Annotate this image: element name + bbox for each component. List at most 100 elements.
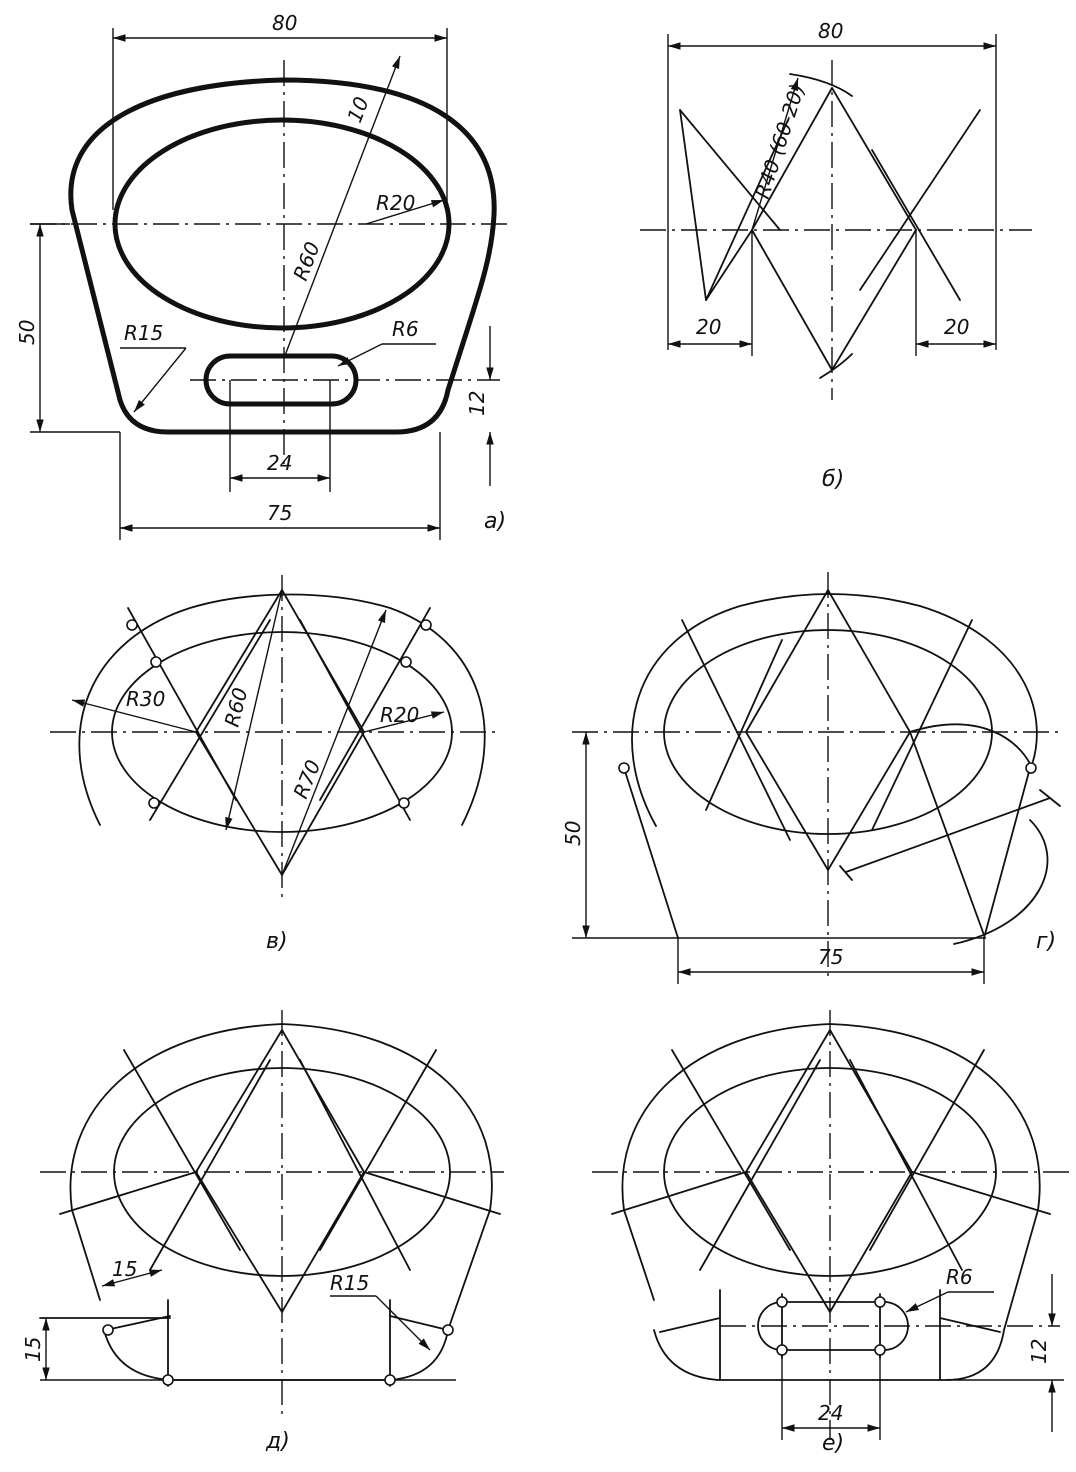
panel-d: 15 15 R15 д) bbox=[21, 1010, 504, 1454]
panel-a: 80 R60 10 R20 50 R15 R6 12 24 75 а) bbox=[15, 11, 508, 540]
panel-b: R40 (60-20) 80 20 20 б) bbox=[640, 19, 1032, 492]
construction-line bbox=[871, 619, 973, 831]
panel-g: 50 75 г) bbox=[561, 572, 1061, 984]
construction-line bbox=[195, 1029, 283, 1173]
leader-r30 bbox=[71, 699, 197, 733]
dim-line bbox=[101, 1269, 163, 1287]
construction-line bbox=[751, 87, 833, 231]
tangent-point bbox=[420, 619, 432, 631]
construction-line bbox=[911, 1171, 1051, 1215]
construction-line bbox=[705, 229, 753, 301]
mark bbox=[1039, 789, 1061, 807]
caption-b: б) bbox=[822, 467, 844, 492]
dim-r60: R60 bbox=[288, 238, 325, 283]
tangent-line bbox=[623, 767, 679, 939]
construction-line bbox=[751, 229, 833, 371]
construction-line bbox=[831, 229, 917, 371]
construction-line bbox=[827, 589, 911, 733]
dim-24e: 24 bbox=[818, 1401, 843, 1425]
construction-line bbox=[831, 87, 917, 231]
dim-20-left: 20 bbox=[696, 315, 721, 339]
construction-line bbox=[699, 1059, 821, 1271]
tangent-point bbox=[102, 1324, 114, 1336]
inner-oval bbox=[111, 631, 453, 833]
tangent-point bbox=[442, 1324, 454, 1336]
construction-line bbox=[909, 731, 985, 936]
construction-line bbox=[745, 731, 829, 871]
construction-line bbox=[871, 149, 961, 301]
construction-line bbox=[827, 731, 911, 871]
leader-r20 bbox=[363, 711, 445, 733]
caption-g: г) bbox=[1036, 929, 1056, 954]
dim-15-h: 15 bbox=[112, 1257, 137, 1281]
arc-construct bbox=[909, 723, 1033, 769]
dim-50g: 50 bbox=[561, 821, 585, 846]
construction-line bbox=[319, 1049, 437, 1251]
outer-contour bbox=[69, 1023, 493, 1381]
dim-10: 10 bbox=[342, 93, 374, 125]
outer-contour bbox=[68, 77, 497, 435]
construction-line bbox=[123, 1049, 241, 1251]
leader-r6 bbox=[337, 343, 383, 367]
caption-a: а) bbox=[484, 509, 506, 534]
mark bbox=[839, 865, 853, 881]
tangent-point bbox=[1025, 762, 1037, 774]
construction-line bbox=[127, 607, 237, 801]
construction-line bbox=[281, 731, 365, 876]
dim-r15: R15 bbox=[124, 321, 163, 345]
construction-line bbox=[59, 1171, 197, 1215]
construction-line bbox=[829, 1171, 913, 1313]
tangent-point bbox=[874, 1344, 886, 1356]
construction-line bbox=[281, 1171, 365, 1313]
construction-line bbox=[849, 1059, 963, 1271]
dim-r20: R20 bbox=[376, 191, 415, 215]
leader-r40 bbox=[751, 77, 799, 231]
dim-15-v: 15 bbox=[21, 1337, 45, 1362]
tangent-point bbox=[618, 762, 630, 774]
construction-line bbox=[745, 589, 829, 733]
caption-v: в) bbox=[266, 929, 288, 954]
construction-line bbox=[745, 1029, 831, 1173]
leader-r15 bbox=[133, 347, 187, 413]
tangent-point bbox=[150, 656, 162, 668]
construction-line bbox=[149, 619, 271, 821]
construction-line bbox=[363, 1171, 501, 1215]
offset-line bbox=[389, 1315, 449, 1331]
construction-line bbox=[681, 619, 791, 841]
construction-line bbox=[299, 1059, 411, 1271]
tangent-point bbox=[776, 1296, 788, 1308]
tangent-line bbox=[983, 767, 1031, 939]
offset-line bbox=[659, 1317, 721, 1333]
dim-r6e: R6 bbox=[946, 1265, 973, 1289]
tangent-point bbox=[398, 797, 410, 809]
outer-arc bbox=[631, 593, 1038, 827]
leader-r15 bbox=[375, 1295, 431, 1351]
arc-construct bbox=[953, 819, 1049, 945]
leader-r20 bbox=[365, 199, 445, 225]
tangent-point bbox=[874, 1296, 886, 1308]
leader-r6 bbox=[905, 1291, 949, 1313]
inner-oval bbox=[663, 1067, 997, 1277]
dim-r6: R6 bbox=[392, 317, 419, 341]
offset-line bbox=[105, 1315, 171, 1331]
caption-d: д) bbox=[265, 1429, 290, 1454]
dim-r20v: R20 bbox=[380, 703, 419, 727]
construction-line bbox=[679, 109, 707, 301]
dim-80: 80 bbox=[272, 11, 297, 35]
dim-r30: R30 bbox=[126, 687, 165, 711]
dim-80b: 80 bbox=[818, 19, 843, 43]
construction-line bbox=[745, 1171, 831, 1313]
construction-line bbox=[299, 619, 411, 821]
panel-v: R30 R60 R70 R20 в) bbox=[50, 575, 500, 954]
construction-line bbox=[611, 1171, 747, 1215]
dim-r15d: R15 bbox=[330, 1271, 369, 1295]
construction-line bbox=[195, 1171, 283, 1313]
dim-75g: 75 bbox=[818, 945, 843, 969]
outer-arc bbox=[78, 593, 486, 826]
dim-20-right: 20 bbox=[944, 315, 969, 339]
inner-oval bbox=[663, 629, 993, 835]
construction-line bbox=[869, 1049, 985, 1251]
construction-line bbox=[149, 1059, 271, 1271]
